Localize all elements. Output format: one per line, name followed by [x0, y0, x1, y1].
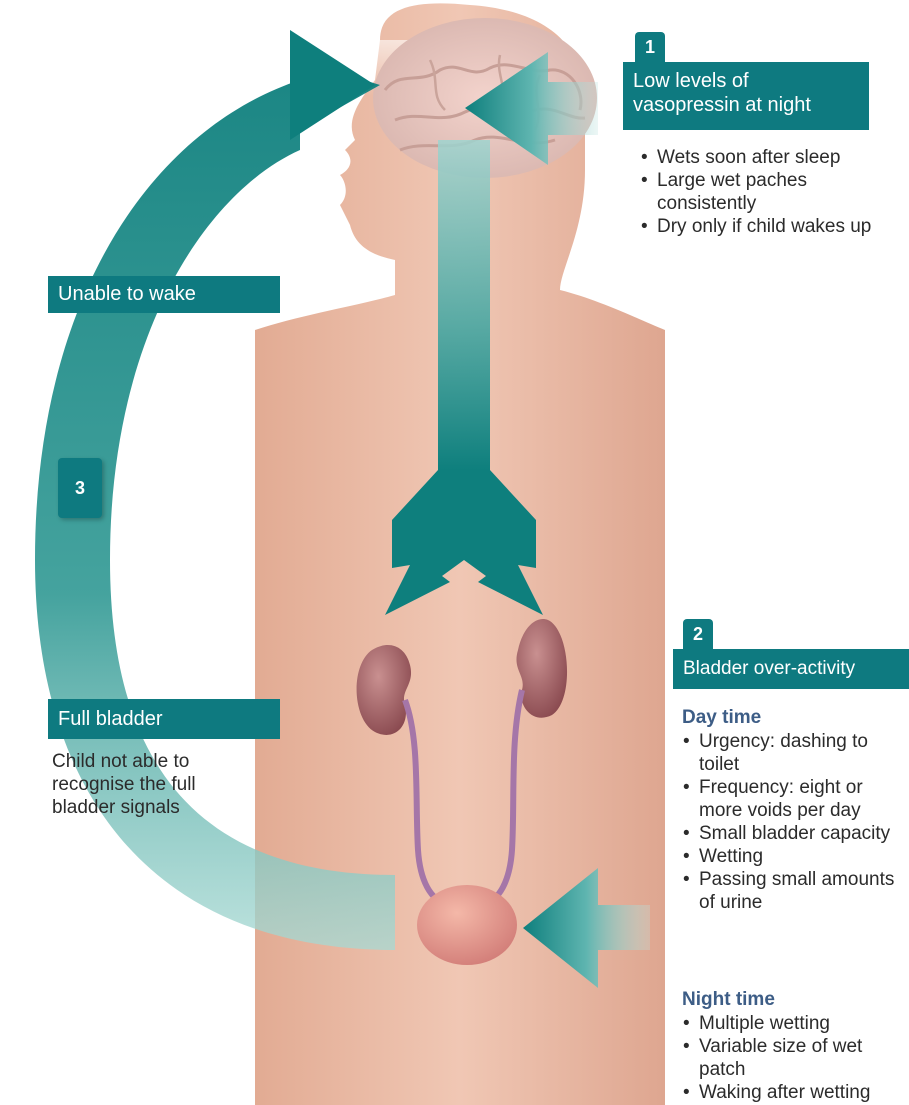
- day-time-bullets: Urgency: dashing to toilet Frequency: ei…: [683, 730, 905, 914]
- right-kidney: [516, 619, 567, 718]
- section-1-number: 1: [635, 32, 665, 62]
- night-time-heading: Night time: [682, 988, 775, 1011]
- list-item: Wets soon after sleep: [641, 146, 896, 169]
- list-item: Variable size of wet patch: [683, 1035, 905, 1081]
- full-bladder-text: Child not able to recognise the full bla…: [52, 750, 252, 819]
- night-time-bullets: Multiple wetting Variable size of wet pa…: [683, 1012, 905, 1105]
- day-time-heading: Day time: [682, 706, 761, 729]
- list-item: Passing small amounts of urine: [683, 868, 905, 914]
- section-2-number: 2: [683, 619, 713, 649]
- section-1-title: Low levels of vasopressin at night: [623, 62, 869, 130]
- section-3-number: 3: [58, 458, 102, 518]
- section-1-bullets: Wets soon after sleep Large wet paches c…: [641, 146, 896, 238]
- list-item: Wetting: [683, 845, 905, 868]
- list-item: Waking after wetting: [683, 1081, 905, 1104]
- unable-to-wake-label: Unable to wake: [48, 276, 280, 313]
- list-item: Dry only if child wakes up: [641, 215, 896, 238]
- list-item: Small bladder capacity: [683, 822, 905, 845]
- bladder: [417, 885, 517, 965]
- list-item: Multiple wetting: [683, 1012, 905, 1035]
- list-item: Urgency: dashing to toilet: [683, 730, 905, 776]
- list-item: Frequency: eight or more voids per day: [683, 776, 905, 822]
- left-kidney: [357, 645, 411, 735]
- section-2-title: Bladder over-activity: [673, 649, 909, 689]
- full-bladder-label: Full bladder: [48, 699, 280, 739]
- list-item: Large wet paches consistently: [641, 169, 896, 215]
